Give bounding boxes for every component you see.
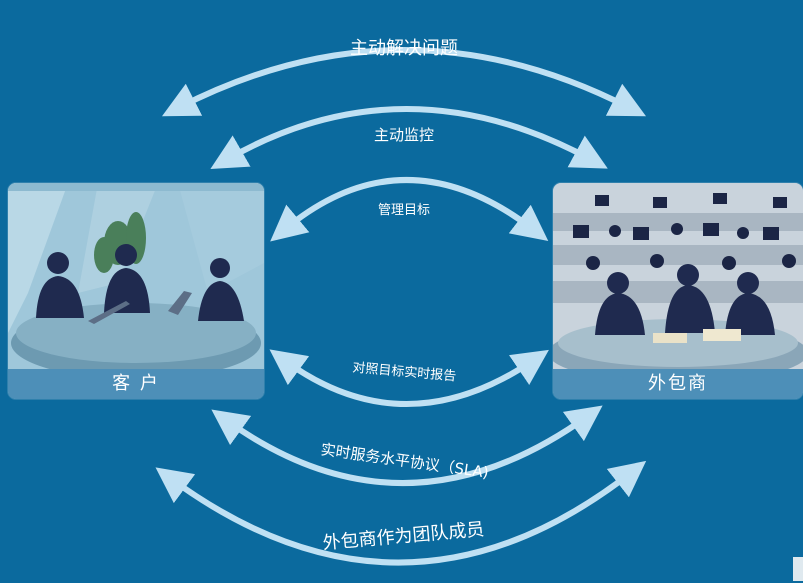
label-proactive-monitoring: 主动监控: [374, 126, 434, 144]
outsourcer-office-illustration: [553, 183, 803, 383]
arrow-realtime-sla: [211, 405, 603, 486]
outsourcer-panel: 外包商: [553, 183, 803, 399]
arrow-proactive-resolution: [161, 47, 647, 117]
client-panel: 客 户: [8, 183, 264, 399]
label-proactive-resolution: 主动解决问题: [350, 38, 458, 59]
label-realtime-report: 对照目标实时报告: [352, 361, 457, 385]
arrow-proactive-monitoring: [210, 106, 608, 169]
arrow-team-member: [155, 460, 647, 566]
label-team-member: 外包商作为团队成员: [322, 519, 485, 554]
arrow-realtime-report: [269, 349, 549, 407]
client-meeting-illustration: [8, 183, 264, 379]
client-caption: 客 户: [8, 369, 264, 399]
arrow-manage-goals: [270, 177, 549, 242]
corner-tab: [793, 557, 803, 581]
outsourcer-caption: 外包商: [553, 369, 803, 399]
label-manage-goals: 管理目标: [378, 203, 430, 218]
